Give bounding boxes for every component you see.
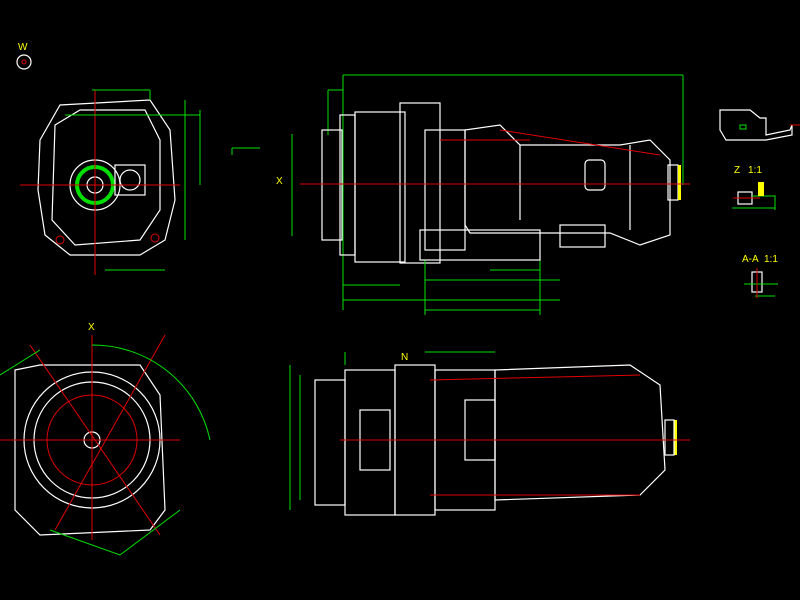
section-aa: A-A 1:1 xyxy=(742,254,778,298)
front-view-bottom-left: X xyxy=(0,322,211,556)
side-view-top: X xyxy=(231,74,690,315)
view-label-w: W xyxy=(18,42,28,53)
detail-z: Z 1:1 xyxy=(732,165,776,210)
detail-z-scale: 1:1 xyxy=(748,165,762,176)
view-label-x: X xyxy=(88,322,95,333)
section-aa-label: A-A xyxy=(742,254,759,265)
detail-top-right xyxy=(719,109,800,141)
view-w-marker xyxy=(16,54,32,70)
section-aa-scale: 1:1 xyxy=(764,254,778,265)
detail-z-label: Z xyxy=(734,165,740,176)
view-label-n: N xyxy=(401,352,408,363)
side-view-marker: X xyxy=(276,176,283,187)
front-view-top-left xyxy=(20,89,201,275)
plan-view-bottom: N xyxy=(289,351,690,516)
